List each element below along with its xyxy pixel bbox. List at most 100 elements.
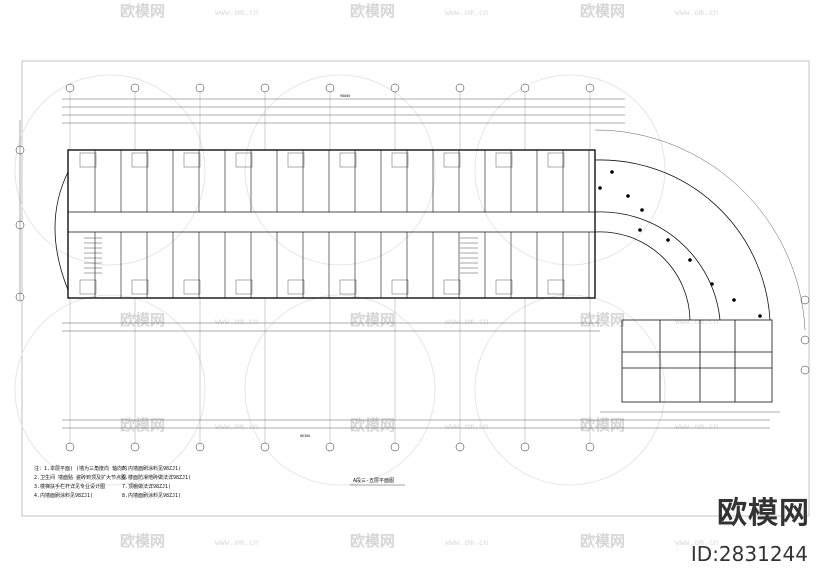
watermark-url: www.om.cn xyxy=(215,538,259,547)
axis-bubble xyxy=(520,83,530,93)
watermark-ring xyxy=(244,294,436,486)
watermark-url: www.om.cn xyxy=(215,317,259,326)
column-dot xyxy=(758,314,762,318)
watermark-ring xyxy=(14,294,206,486)
note-5: 5.内墙面刷涂料见98ZJ1( xyxy=(122,465,181,472)
corner-brand-id: ID:2831244 xyxy=(690,542,808,566)
column-dot xyxy=(598,186,602,190)
axis-bubble xyxy=(325,442,335,452)
washroom-unit xyxy=(495,279,513,295)
washroom-unit xyxy=(287,279,305,295)
watermark-brand: 欧模网 xyxy=(120,2,165,20)
note-2: 2.卫生间 墙面贴 瓷砖到顶及扩大节点图 xyxy=(34,474,126,481)
watermark-layer: 欧模网 www.om.cn 欧模网 www.om.cn 欧模网 www.om.cn 欧模网 w… xyxy=(14,2,719,550)
axis-bubble xyxy=(390,83,400,93)
washroom-unit xyxy=(391,279,409,295)
note-7: 7.顶棚做法详98ZJ1( xyxy=(122,483,171,490)
axis-bubble xyxy=(455,83,465,93)
washroom-unit xyxy=(339,152,357,168)
watermark-brand: 欧模网 xyxy=(350,416,395,434)
washroom-unit xyxy=(391,152,409,168)
axis-bubble xyxy=(195,83,205,93)
watermark-url: www.om.cn xyxy=(675,8,719,17)
column-dot xyxy=(610,170,614,174)
note-8: 8.内墙面刷涂料见98ZJ1( xyxy=(122,492,181,499)
column-dot xyxy=(732,298,736,302)
column-dot xyxy=(666,238,670,242)
washroom-unit xyxy=(495,152,513,168)
bottom-overall-dimension: 86300 xyxy=(300,434,310,438)
axis-bubble xyxy=(585,83,595,93)
watermark-url: www.om.cn xyxy=(675,317,719,326)
axis-bubble xyxy=(130,442,140,452)
column-dot xyxy=(688,258,692,262)
column-dot xyxy=(710,282,714,286)
bottom-dimension-lines xyxy=(62,322,780,429)
top-dimension-lines xyxy=(62,98,625,124)
left-curved-wall xyxy=(54,171,69,291)
main-building-block xyxy=(67,149,596,299)
axis-bubble xyxy=(260,442,270,452)
watermark-url: www.om.cn xyxy=(215,422,259,431)
note-1: 注：1.本层平面( )墙为三角度向 轴向的 xyxy=(34,465,127,472)
drawing-title: A段三-五层平面图 xyxy=(353,477,394,484)
watermark-ring xyxy=(14,74,206,266)
axis-bubble xyxy=(520,442,530,452)
axis-grid-bottom xyxy=(65,298,595,452)
washroom-unit xyxy=(131,152,149,168)
axis-bubble xyxy=(800,295,810,305)
watermark-brand: 欧模网 xyxy=(120,311,165,329)
column-dot xyxy=(640,208,644,212)
note-3: 3.楼梯扶手栏杆详见专业设计图 xyxy=(34,483,105,490)
lower-right-wing xyxy=(621,319,773,403)
washroom-unit xyxy=(131,279,149,295)
axis-bubble xyxy=(800,335,810,345)
axis-bubble xyxy=(195,442,205,452)
axis-bubble xyxy=(455,442,465,452)
washroom-unit xyxy=(183,279,201,295)
column-dot xyxy=(638,228,642,232)
washroom-unit xyxy=(547,152,565,168)
watermark-url: www.om.cn xyxy=(675,538,719,547)
note-4: 4.内墙面刷涂料见98ZJ1( xyxy=(34,492,93,499)
axis-bubble xyxy=(325,83,335,93)
washroom-unit xyxy=(235,152,253,168)
watermark-url: www.om.cn xyxy=(445,317,489,326)
axis-grid-top xyxy=(15,83,810,375)
washroom-unit xyxy=(287,152,305,168)
sheet-border xyxy=(21,60,810,517)
watermark-url: www.om.cn xyxy=(215,8,259,17)
washroom-unit xyxy=(443,152,461,168)
curved-wing xyxy=(594,129,806,331)
axis-bubble xyxy=(390,442,400,452)
axis-bubble xyxy=(65,442,75,452)
note-6: 6.楼面防滑地砖做法详98ZJ1( xyxy=(122,474,191,481)
washroom-unit xyxy=(443,279,461,295)
washroom-unit xyxy=(79,152,97,168)
washroom-unit xyxy=(235,279,253,295)
axis-bubble xyxy=(130,83,140,93)
watermark-brand: 欧模网 xyxy=(580,532,625,550)
room-partitions xyxy=(79,150,590,298)
watermark-brand: 欧模网 xyxy=(350,311,395,329)
watermark-brand: 欧模网 xyxy=(580,2,625,20)
watermark-ring xyxy=(474,294,666,486)
watermark-ring xyxy=(244,74,436,266)
corner-brand-logo: 欧模网 xyxy=(717,496,810,531)
watermark-ring xyxy=(474,74,666,266)
washroom-unit xyxy=(339,279,357,295)
watermark-url: www.om.cn xyxy=(445,8,489,17)
watermark-url: www.om.cn xyxy=(675,422,719,431)
watermark-brand: 欧模网 xyxy=(120,532,165,550)
washroom-unit xyxy=(547,279,565,295)
top-overall-dimension: 98800 xyxy=(340,94,350,98)
washroom-unit xyxy=(79,279,97,295)
axis-bubble xyxy=(585,442,595,452)
washroom-unit xyxy=(183,152,201,168)
column-dot xyxy=(626,194,630,198)
watermark-brand: 欧模网 xyxy=(120,416,165,434)
axis-bubble xyxy=(800,365,810,375)
watermark-brand: 欧模网 xyxy=(350,2,395,20)
watermark-brand: 欧模网 xyxy=(350,532,395,550)
